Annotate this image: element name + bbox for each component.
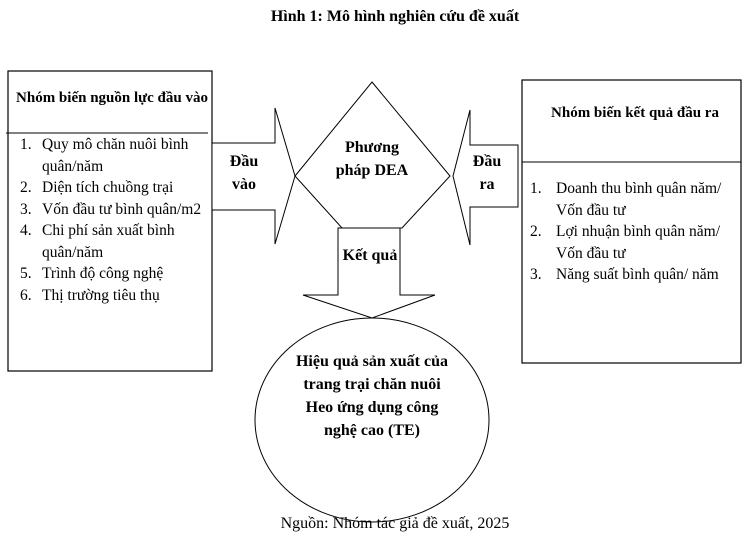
input-box [7, 70, 213, 372]
item-number: 3. [20, 200, 32, 218]
figure-title: Hình 1: Mô hình nghiên cứu đề xuất [270, 8, 520, 25]
item-number: 2. [20, 179, 32, 196]
item-text: Trình độ công nghệ [42, 265, 164, 282]
list-item: 2. Diện tích chuồng trại [20, 177, 206, 199]
item-text: Diện tích chuồng trại [42, 179, 174, 196]
item-text: Lợi nhuận bình quân năm/ Vốn đầu tư [556, 223, 721, 262]
input-arrow [211, 107, 296, 245]
item-number: 3. [530, 266, 542, 283]
result-arrow-label: Kết quả [342, 247, 398, 264]
item-text: Chi phí sản xuất bình quân/năm [42, 222, 175, 261]
item-number: 2. [530, 223, 542, 240]
item-number: 1. [20, 136, 32, 153]
output-box-header: Nhóm biến kết quả đầu ra [551, 105, 719, 121]
input-list: 1. Quy mô chăn nuôi bình quân/năm 2. Diện … [20, 134, 206, 306]
output-box [521, 79, 742, 364]
list-item: 3. Năng suất bình quân/ năm [530, 264, 730, 286]
input-arrow-label: Đầu vào [229, 153, 259, 193]
method-label: Phương pháp DEA [335, 139, 409, 179]
output-arrow [452, 109, 519, 246]
list-item: 2. Lợi nhuận bình quân năm/ Vốn đầu tư [530, 221, 730, 264]
list-item: 3. Vốn đầu tư bình quân/m2 [20, 199, 206, 221]
item-number: 4. [20, 222, 32, 239]
output-arrow-label: Đầu ra [472, 153, 502, 193]
result-ellipse [254, 317, 490, 523]
item-number: 1. [530, 180, 542, 197]
result-arrow [302, 227, 436, 319]
list-item: 4. Chi phí sản xuất bình quân/năm [20, 220, 206, 263]
list-item: 1. Quy mô chăn nuôi bình quân/năm [20, 134, 206, 177]
item-number: 5. [20, 265, 32, 282]
item-text: Doanh thu bình quân năm/ Vốn đầu tư [556, 180, 722, 219]
list-item: 1. Doanh thu bình quân năm/ Vốn đầu tư [530, 178, 730, 221]
list-item: 6. Thị trường tiêu thụ [20, 285, 206, 307]
item-number: 6. [20, 286, 32, 304]
list-item: 5. Trình độ công nghệ [20, 263, 206, 285]
source-caption: Nguồn: Nhóm tác giả đề xuất, 2025 [280, 515, 510, 532]
item-text: Vốn đầu tư bình quân/m2 [42, 200, 202, 218]
result-ellipse-label: Hiệu quả sản xuất của trang trại chăn nu… [295, 353, 449, 439]
item-text: Quy mô chăn nuôi bình quân/năm [42, 136, 189, 175]
input-box-header: Nhóm biến nguồn lực đầu vào [16, 90, 208, 106]
item-text: Thị trường tiêu thụ [42, 286, 160, 304]
output-list: 1. Doanh thu bình quân năm/ Vốn đầu tư 2.… [530, 178, 730, 286]
item-text: Năng suất bình quân/ năm [556, 266, 719, 283]
